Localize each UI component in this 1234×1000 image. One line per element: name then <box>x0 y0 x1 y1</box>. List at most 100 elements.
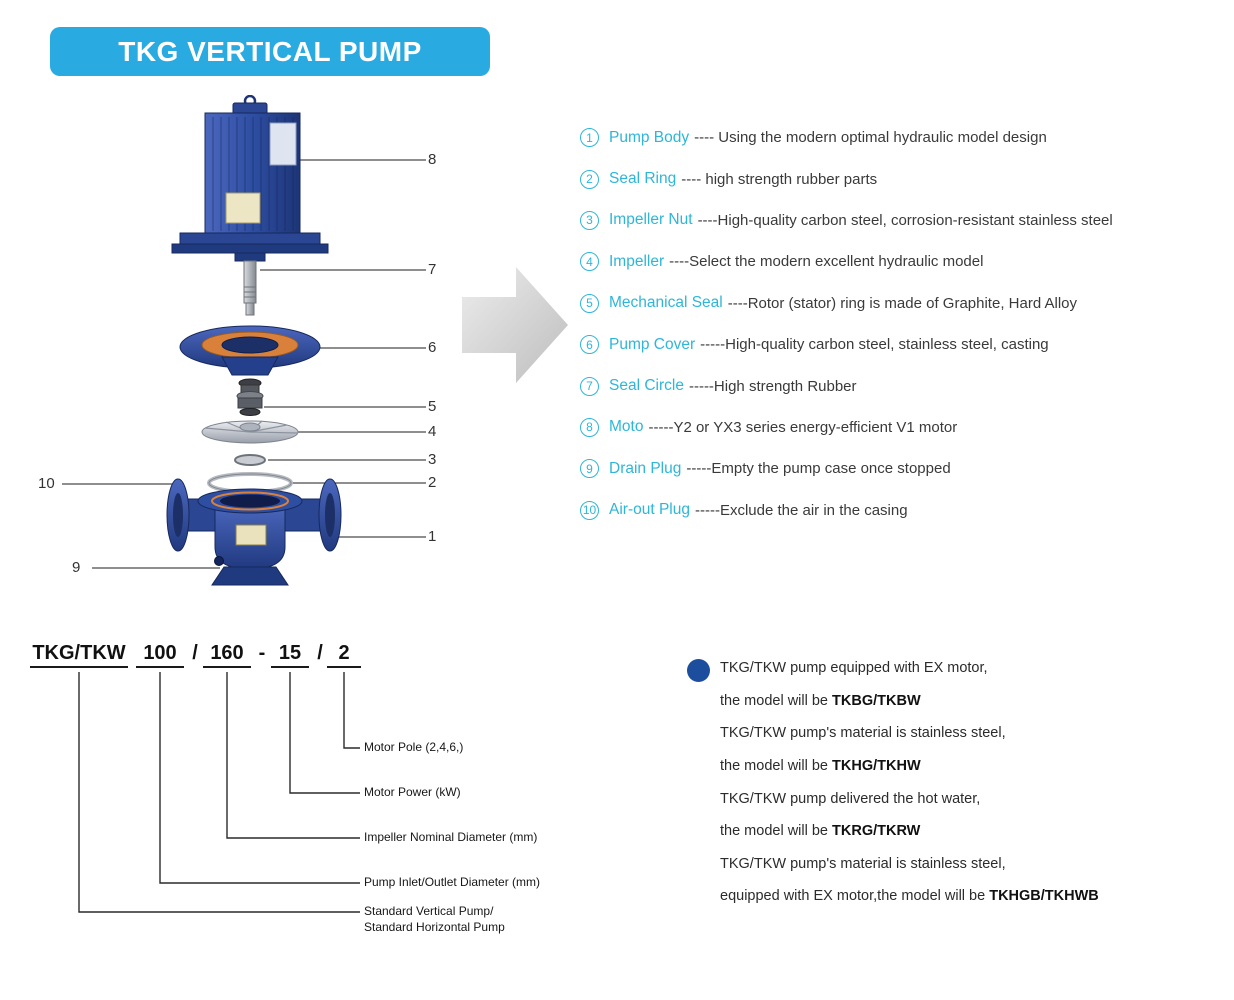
part-name: Moto <box>609 418 644 436</box>
model-segment-pole: 2 <box>327 640 361 668</box>
model-code-section: TKG/TKW 100 / 160 - 15 / 2 Motor Pole (2… <box>30 640 610 980</box>
note-model-code: TKRG/TKRW <box>832 823 921 840</box>
note-text: TKG/TKW pump equipped with EX motor, <box>720 660 988 677</box>
shaft-part <box>243 260 257 316</box>
callout-4: 4 <box>428 423 437 440</box>
part-name: Drain Plug <box>609 459 682 477</box>
parts-list: 1 Pump Body ---- Using the modern optima… <box>580 117 1234 531</box>
callout-3: 3 <box>428 451 437 468</box>
callout-2: 2 <box>428 474 437 491</box>
pump-exploded-illustration <box>62 95 568 586</box>
note-line-3: TKG/TKW pump's material is stainless ste… <box>675 717 1220 750</box>
part-name: Seal Circle <box>609 377 684 395</box>
part-number-badge: 8 <box>580 417 599 437</box>
part-name: Pump Cover <box>609 335 696 353</box>
pump-cover-part <box>179 325 321 376</box>
note-text: TKG/TKW pump's material is stainless ste… <box>720 725 1006 742</box>
part-name: Pump Body <box>609 128 690 146</box>
label-inlet-diameter: Pump Inlet/Outlet Diameter (mm) <box>364 875 541 889</box>
part-description: -----Empty the pump case once stopped <box>686 460 951 478</box>
page-title-banner: TKG VERTICAL PUMP <box>50 27 490 76</box>
part-number-badge: 9 <box>580 459 599 479</box>
pump-body-part <box>166 478 342 586</box>
part-row-1: 1 Pump Body ---- Using the modern optima… <box>580 117 1234 158</box>
label-standard-vertical: Standard Vertical Pump/ <box>364 904 494 918</box>
note-model-code: TKHGB/TKHWB <box>989 888 1099 905</box>
part-description: -----High strength Rubber <box>688 377 857 395</box>
note-line-4: the model will be TKHG/TKHW <box>675 750 1220 783</box>
note-line-1: TKG/TKW pump equipped with EX motor, <box>675 652 1220 685</box>
note-model-code: TKBG/TKBW <box>832 692 921 709</box>
part-description: ---- high strength rubber parts <box>681 170 878 188</box>
part-description: -----Y2 or YX3 series energy-efficient V… <box>648 418 958 436</box>
label-motor-pole: Motor Pole (2,4,6,) <box>364 740 464 754</box>
part-name: Mechanical Seal <box>609 294 723 312</box>
label-impeller-diameter: Impeller Nominal Diameter (mm) <box>364 830 538 844</box>
model-separator: / <box>317 642 323 664</box>
callout-1: 1 <box>428 528 437 545</box>
note-model-code: TKHG/TKHW <box>832 758 921 775</box>
part-name: Seal Ring <box>609 170 677 188</box>
part-number-badge: 10 <box>580 500 599 520</box>
note-text: the model will be <box>720 758 833 775</box>
part-description: ---- Using the modern optimal hydraulic … <box>694 129 1047 147</box>
model-segment-impeller: 160 <box>203 640 251 668</box>
callout-10: 10 <box>38 475 55 492</box>
model-segment-power: 15 <box>271 640 309 668</box>
mechanical-seal-part <box>236 378 264 416</box>
part-number-badge: 7 <box>580 376 599 396</box>
callout-9: 9 <box>72 559 81 576</box>
part-row-10: 10 Air-out Plug -----Exclude the air in … <box>580 490 1234 531</box>
callout-8: 8 <box>428 151 437 168</box>
part-name: Impeller Nut <box>609 211 693 229</box>
part-row-8: 8 Moto -----Y2 or YX3 series energy-effi… <box>580 407 1234 448</box>
part-description: -----Exclude the air in the casing <box>694 501 908 519</box>
note-text: TKG/TKW pump's material is stainless ste… <box>720 855 1006 872</box>
part-row-2: 2 Seal Ring ---- high strength rubber pa… <box>580 158 1234 199</box>
label-motor-power: Motor Power (kW) <box>364 785 461 799</box>
note-line-5: TKG/TKW pump delivered the hot water, <box>675 782 1220 815</box>
callout-lines <box>62 159 426 569</box>
note-text: the model will be <box>720 692 833 709</box>
part-row-6: 6 Pump Cover -----High-quality carbon st… <box>580 324 1234 365</box>
label-standard-horizontal: Standard Horizontal Pump <box>364 920 505 934</box>
note-line-6: the model will be TKRG/TKRW <box>675 815 1220 848</box>
model-separator: - <box>258 642 266 664</box>
callout-6: 6 <box>428 339 437 356</box>
impeller-nut-part <box>234 454 266 466</box>
note-text: TKG/TKW pump delivered the hot water, <box>720 790 981 807</box>
note-line-2: the model will be TKBG/TKBW <box>675 685 1220 718</box>
impeller-part <box>201 420 299 444</box>
part-name: Impeller <box>609 252 665 270</box>
part-row-4: 4 Impeller ----Select the modern excelle… <box>580 241 1234 282</box>
part-number-badge: 2 <box>580 169 599 189</box>
part-row-7: 7 Seal Circle -----High strength Rubber <box>580 365 1234 406</box>
part-description: -----High-quality carbon steel, stainles… <box>700 336 1049 354</box>
part-row-5: 5 Mechanical Seal ----Rotor (stator) rin… <box>580 283 1234 324</box>
pump-diagram: 8 7 6 5 4 3 2 1 10 9 <box>30 95 580 625</box>
part-row-9: 9 Drain Plug -----Empty the pump case on… <box>580 448 1234 489</box>
part-description: ----Select the modern excellent hydrauli… <box>669 253 984 271</box>
model-segment-inlet: 100 <box>136 640 184 668</box>
note-text: equipped with EX motor,the model will be <box>720 888 990 905</box>
part-number-badge: 3 <box>580 210 599 230</box>
part-description: ----Rotor (stator) ring is made of Graph… <box>727 294 1078 312</box>
part-row-3: 3 Impeller Nut ----High-quality carbon s… <box>580 200 1234 241</box>
model-separator: / <box>192 642 198 664</box>
model-segment-series: TKG/TKW <box>30 640 128 668</box>
model-code-connector-lines <box>78 672 360 913</box>
bullet-icon <box>687 659 710 682</box>
part-number-badge: 1 <box>580 128 599 148</box>
drain-plug-part <box>214 556 224 566</box>
part-name: Air-out Plug <box>609 501 690 519</box>
part-number-badge: 6 <box>580 335 599 355</box>
note-line-8: equipped with EX motor,the model will be… <box>675 880 1220 913</box>
motor-part <box>171 95 329 262</box>
part-number-badge: 4 <box>580 252 599 272</box>
page-title: TKG VERTICAL PUMP <box>118 35 422 67</box>
note-line-7: TKG/TKW pump's material is stainless ste… <box>675 848 1220 881</box>
notes-section: TKG/TKW pump equipped with EX motor, the… <box>675 650 1220 913</box>
arrow-right-icon <box>462 267 568 383</box>
callout-7: 7 <box>428 261 437 278</box>
